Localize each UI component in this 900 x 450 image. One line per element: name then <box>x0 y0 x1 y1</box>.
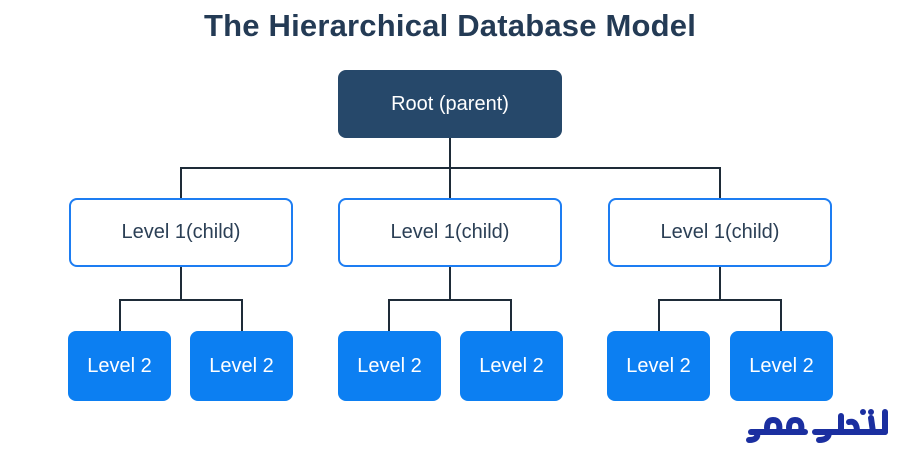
diagram-title: The Hierarchical Database Model <box>203 8 697 43</box>
level2-node-3b: Level 2 <box>730 331 833 401</box>
level1-node-3: Level 1(child) <box>608 198 832 267</box>
level2-node-2b: Level 2 <box>460 331 563 401</box>
iranserver-logo <box>746 409 888 443</box>
level2-node-2a: Level 2 <box>338 331 441 401</box>
level1-node-2: Level 1(child) <box>338 198 562 267</box>
root-node: Root (parent) <box>338 70 562 138</box>
level1-node-1: Level 1(child) <box>69 198 293 267</box>
level2-node-1b: Level 2 <box>190 331 293 401</box>
level2-node-1a: Level 2 <box>68 331 171 401</box>
level2-node-3a: Level 2 <box>607 331 710 401</box>
